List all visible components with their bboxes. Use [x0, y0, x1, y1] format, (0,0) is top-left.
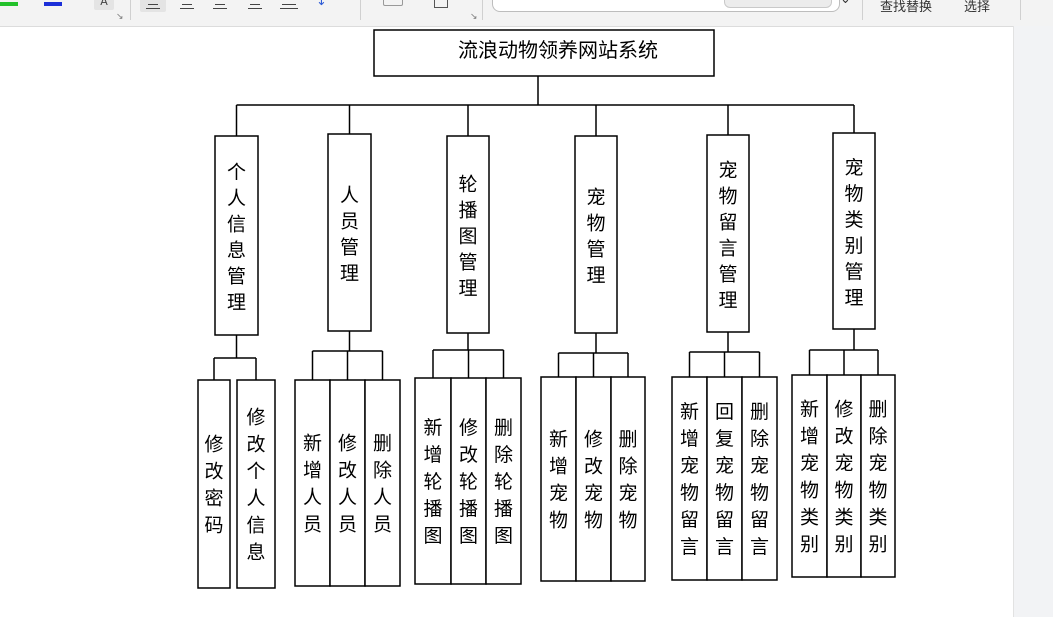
leaf-node [826, 374, 862, 578]
leaf-node [414, 377, 452, 585]
leaf-node [575, 376, 612, 582]
leaf-node [540, 376, 577, 582]
leaf-label: 修改宠物类别 [834, 399, 853, 556]
align-justify-icon[interactable] [248, 0, 262, 9]
leaf-label: 新增轮播图 [423, 417, 442, 547]
leaf-node [329, 379, 366, 587]
module-label: 个人信息管理 [227, 162, 246, 314]
leaf-label: 删除宠物留言 [750, 401, 769, 558]
document-side-margin [1013, 26, 1053, 617]
leaf-label: 修改密码 [204, 434, 223, 537]
leaf-label: 回复宠物留言 [715, 401, 734, 558]
module-node [327, 133, 372, 332]
distribute-icon[interactable] [280, 0, 298, 9]
module-node [574, 135, 618, 334]
leaf-node [671, 376, 708, 581]
leaf-label: 删除宠物类别 [868, 399, 887, 556]
toolbar-divider [1020, 0, 1021, 20]
leaf-label: 删除人员 [373, 433, 392, 536]
leaf-label: 新增宠物留言 [680, 401, 699, 558]
font-box-button[interactable]: A [94, 0, 114, 10]
style-selected-item[interactable] [724, 0, 832, 8]
align-right-icon[interactable] [213, 0, 227, 9]
root-node [373, 29, 715, 77]
leaf-node [197, 379, 231, 589]
leaf-label: 删除宠物 [618, 429, 637, 532]
font-color-swatch-blue[interactable] [44, 2, 62, 6]
leaf-node [485, 377, 522, 585]
leaf-label: 新增宠物 [549, 429, 568, 532]
toolbar-divider [130, 0, 131, 20]
align-left-icon [146, 0, 160, 9]
font-launcher-icon[interactable]: ↘ [116, 12, 124, 22]
module-node [832, 132, 876, 330]
leaf-node [294, 379, 331, 587]
leaf-node [791, 374, 828, 578]
font-color-swatch-green[interactable] [0, 2, 18, 6]
line-spacing-icon[interactable]: ↕ [316, 0, 327, 9]
module-node [214, 135, 259, 336]
leaf-label: 新增宠物类别 [800, 399, 819, 556]
leaf-node [236, 379, 276, 589]
system-structure-diagram: 流浪动物领养网站系统个人信息管理修改密码修改个人信息人员管理新增人员修改人员删除… [197, 29, 896, 589]
leaf-label: 修改轮播图 [459, 417, 478, 547]
ribbon-toolbar: A ↘ ↕ ↘ ⌄ 查找替换 选择 [0, 0, 1053, 27]
module-label: 人员管理 [340, 185, 359, 285]
align-left-button[interactable] [140, 0, 166, 12]
connector-lines [213, 76, 879, 380]
find-replace-button[interactable]: 查找替换 [880, 0, 933, 15]
module-label: 轮播图管理 [458, 174, 477, 300]
leaf-node [860, 374, 896, 578]
module-label: 宠物类别管理 [844, 157, 863, 309]
table-icon[interactable] [434, 0, 448, 8]
leaf-label: 新增人员 [303, 433, 322, 536]
font-box-icon: A [100, 0, 108, 8]
module-label: 宠物留言管理 [718, 160, 737, 312]
toolbar-divider [862, 0, 863, 20]
root-node-label: 流浪动物领养网站系统 [458, 38, 658, 62]
module-node [446, 135, 490, 334]
toolbar-divider [482, 0, 483, 20]
diagram-nodes: 流浪动物领养网站系统个人信息管理修改密码修改个人信息人员管理新增人员修改人员删除… [197, 29, 896, 589]
leaf-label: 修改宠物 [584, 429, 603, 532]
module-node [706, 134, 750, 333]
leaf-node [706, 376, 743, 581]
chevron-down-icon[interactable]: ⌄ [840, 0, 851, 7]
leaf-node [741, 376, 778, 581]
leaf-node [610, 376, 646, 582]
select-button[interactable]: 选择 [964, 0, 991, 15]
leaf-label: 修改个人信息 [246, 407, 265, 564]
paragraph-launcher-icon[interactable]: ↘ [470, 12, 478, 22]
module-label: 宠物管理 [586, 187, 605, 287]
leaf-node [364, 379, 401, 587]
toolbar-divider [360, 0, 361, 20]
align-center-icon[interactable] [180, 0, 194, 9]
leaf-label: 删除轮播图 [494, 417, 513, 547]
leaf-label: 修改人员 [338, 433, 357, 536]
eraser-icon[interactable] [383, 0, 403, 6]
